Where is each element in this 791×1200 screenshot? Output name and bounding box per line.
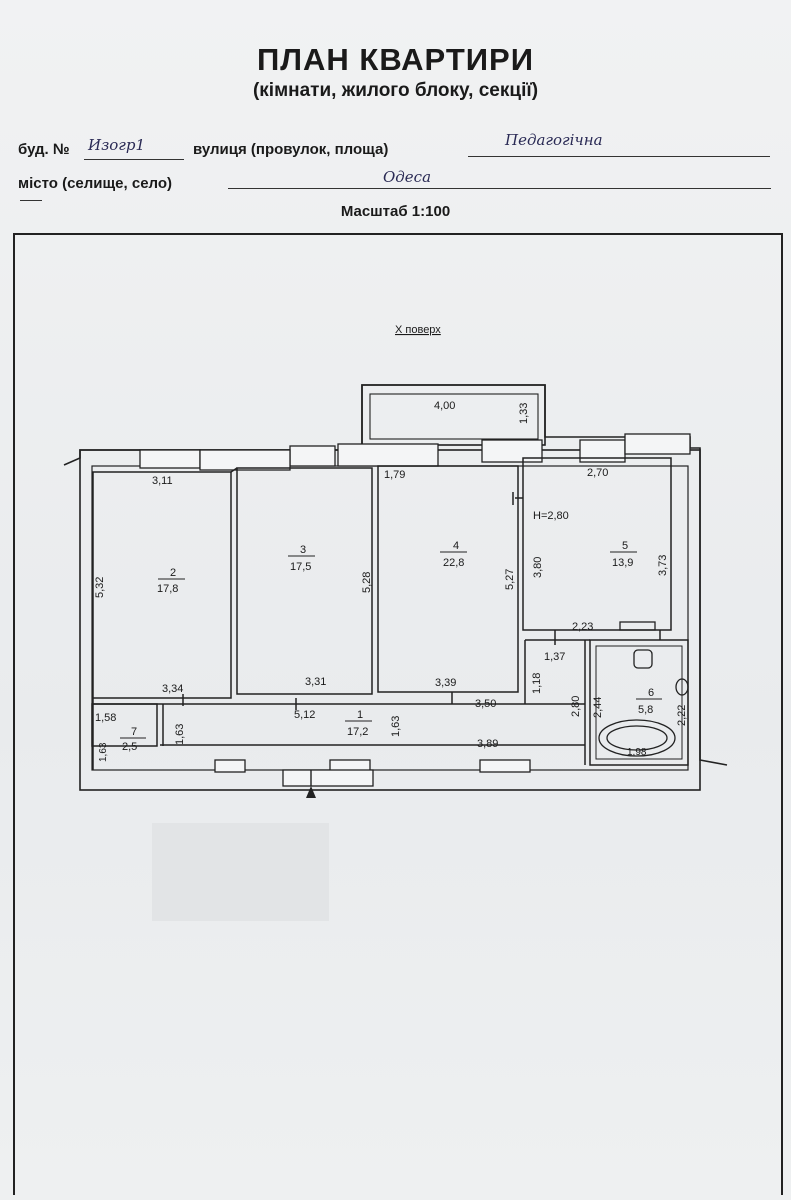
dim-corridor-b: 1,18 [531,673,543,694]
room1-number: 1 [357,709,363,721]
interior-walls [91,457,689,770]
entry-arrow [306,786,316,798]
dim-hall-height: 1,63 [390,716,402,737]
dim-room4-height: 5,27 [504,569,516,590]
plan-frame [13,233,783,1195]
floor-label: Х поверх [395,324,441,336]
plan-subtitle: (кімнати, жилого блоку, секції) [252,80,539,101]
scale-label: Масштаб 1:100 [340,203,451,220]
dim-corridor-c: 3,50 [475,698,496,710]
room7-number: 7 [131,726,137,738]
dim-bath-left: 2,44 [592,697,604,718]
dim-room5-width: 2,70 [587,467,608,479]
room3-number: 3 [300,544,306,556]
room4-area: 22,8 [443,557,464,569]
room6-area: 5,8 [638,704,653,716]
street-line [468,156,770,157]
dim-room4-top: 1,79 [384,469,405,481]
street-label: вулиця (провулок, площа) [193,141,389,158]
dim-balcony-depth: 1,33 [518,403,530,424]
street-value: Педагогічна [505,131,603,149]
dim-room5-right: 3,73 [657,555,669,576]
dim-room5-bottom: 2,23 [572,621,593,633]
dim-room3-height: 5,28 [361,572,373,593]
room4-number: 4 [453,540,459,552]
room6-number: 6 [648,687,654,699]
wall-openings [139,433,691,787]
dim-room2-height: 5,32 [94,577,106,598]
dim-bath-right: 2,22 [676,705,688,726]
height-label: Н=2,80 [533,510,569,522]
city-label: місто (селище, село) [18,175,173,192]
margin-tick [20,200,42,201]
dimension-ticks [182,492,556,710]
dim-hall-right: 3,89 [477,738,498,750]
bathroom-fixtures [598,621,689,757]
plan-title: ПЛАН КВАРТИРИ [256,42,534,77]
room3-area: 17,5 [290,561,311,573]
building-line [84,159,184,160]
dim-corridor-a: 1,37 [544,651,565,663]
dim-balcony-width: 4,00 [434,400,455,412]
building-label: буд. № [18,141,70,158]
dim-room2-bottom: 3,34 [162,683,183,695]
city-value: Одеса [383,168,432,186]
room5-number: 5 [622,540,628,552]
room1-area: 17,2 [347,726,368,738]
dim-corridor-d: 2,80 [570,696,582,717]
dim-bath-bottom: 1,98 [627,747,647,758]
dim-hall-height-left: 1,63 [174,724,186,745]
dim-room2-width: 3,11 [152,475,173,487]
room7-area: 2,5 [122,741,137,753]
dim-hall-width: 5,12 [294,709,315,721]
redacted-area [152,823,329,921]
dim-room3-bottom: 3,31 [305,676,326,688]
dim-room5-left: 3,80 [532,557,544,578]
building-value: Изогр1 [88,136,146,154]
room2-area: 17,8 [157,583,178,595]
dim-closet-height: 1,63 [98,742,109,762]
room5-area: 13,9 [612,557,633,569]
city-line [228,188,771,189]
dim-closet-width: 1,58 [95,712,116,724]
dim-room4-bottom: 3,39 [435,677,456,689]
room2-number: 2 [170,567,176,579]
